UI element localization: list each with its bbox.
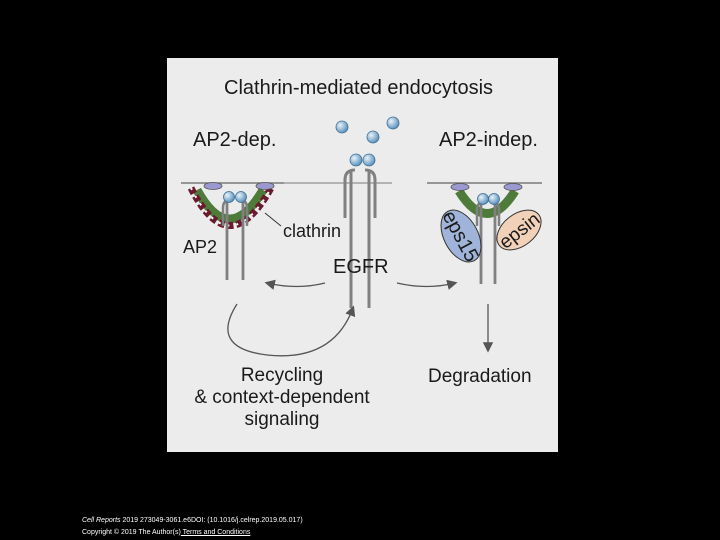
egfr-label: EGFR — [333, 256, 389, 279]
ap2-label: AP2 — [183, 237, 217, 258]
clathrin-label: clathrin — [283, 221, 341, 242]
copyright-line: Copyright © 2019 The Author(s) Terms and… — [82, 527, 303, 539]
journal-name: Cell Reports — [82, 517, 121, 524]
copyright-text: Copyright © 2019 The Author(s) — [82, 529, 181, 536]
free-ligands — [336, 117, 399, 143]
clathrin-pointer — [265, 213, 281, 226]
recycling-line-2: & context-dependent — [167, 387, 397, 409]
figure-panel: eps15 epsin Clathrin-mediated endocytosi… — [167, 58, 558, 452]
ap2-independent-label: AP2-indep. — [439, 129, 538, 152]
egfr-to-ap2-arrow — [267, 283, 325, 287]
recycling-loop-arrow — [228, 304, 353, 356]
terms-link[interactable]: Terms and Conditions — [181, 529, 251, 536]
degradation-outcome: Degradation — [428, 366, 532, 388]
diagram-title: Clathrin-mediated endocytosis — [224, 77, 493, 100]
egfr-to-ap2-indep-arrow — [397, 283, 455, 287]
surface-egfr-receptor — [345, 154, 375, 308]
recycling-line-1: Recycling — [167, 365, 397, 387]
clathrin-coated-pit — [191, 183, 274, 281]
ap2-dependent-label: AP2-dep. — [193, 129, 276, 152]
recycling-line-3: signaling — [167, 409, 397, 431]
recycling-outcome: Recycling & context-dependent signaling — [167, 365, 397, 431]
citation-text: 2019 273049-3061.e6DOI: (10.1016/j.celre… — [121, 517, 303, 524]
citation-footer: Cell Reports 2019 273049-3061.e6DOI: (10… — [82, 515, 303, 539]
citation-line: Cell Reports 2019 273049-3061.e6DOI: (10… — [82, 515, 303, 527]
